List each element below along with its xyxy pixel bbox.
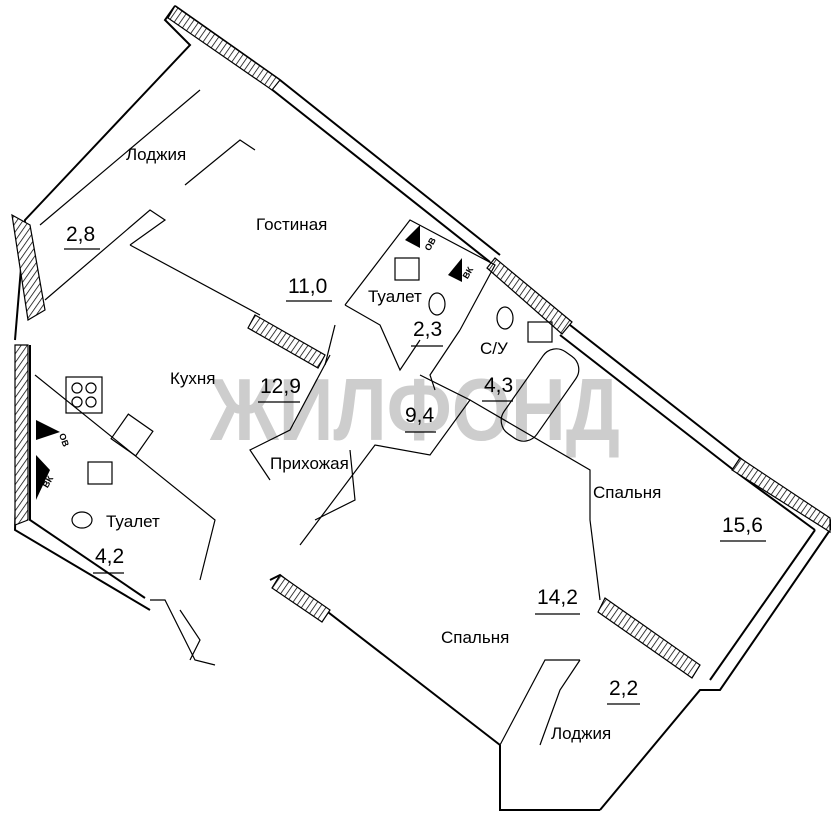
- room-area: 12,9: [260, 375, 301, 398]
- room-name: Спальня: [441, 628, 509, 647]
- sink-icon: [394, 257, 420, 281]
- room-area: 9,4: [405, 404, 435, 427]
- room-name: Гостиная: [256, 215, 327, 234]
- room-area: 14,2: [537, 586, 578, 609]
- stove-icon: [65, 376, 103, 414]
- watermark: ЖИЛФОНД: [209, 360, 620, 459]
- room-area: 2,3: [413, 318, 442, 341]
- room-name: Лоджия: [551, 724, 611, 743]
- sink-icon: [87, 461, 113, 485]
- ov-shaft-icon: [405, 225, 420, 248]
- vk-label: ВК: [461, 265, 476, 281]
- room-name: С/У: [480, 339, 508, 358]
- toilet-icon: [71, 511, 93, 529]
- toilet-icon: [428, 292, 446, 316]
- ov-label: ОВ: [423, 235, 439, 252]
- interior-walls: [34, 89, 601, 746]
- ov-label: ОВ: [57, 432, 71, 449]
- room-name: Прихожая: [270, 454, 349, 473]
- hatched-walls: [11, 5, 831, 679]
- room-name: Лоджия: [126, 145, 186, 164]
- toilet-icon: [496, 306, 514, 330]
- bathtub-icon: [500, 348, 580, 442]
- vk-shaft-icon: [448, 258, 462, 282]
- sink-icon: [527, 321, 553, 343]
- room-area: 4,3: [484, 374, 513, 397]
- room-name: Кухня: [170, 369, 216, 388]
- room-name: Туалет: [106, 512, 160, 531]
- ov-shaft-icon: [36, 420, 60, 440]
- room-area: 11,0: [288, 275, 327, 298]
- room-area: 15,6: [722, 514, 763, 537]
- kitchen-sink-icon: [110, 413, 154, 457]
- room-area: 4,2: [95, 545, 124, 568]
- room-area: 2,2: [609, 677, 638, 700]
- room-area: 2,8: [66, 223, 95, 246]
- room-labels: Лоджия 2,8 Гостиная 11,0 Туалет 2,3 С/У …: [64, 145, 766, 743]
- room-name: Туалет: [368, 287, 422, 306]
- room-name: Спальня: [593, 483, 661, 502]
- vk-shaft-icon: [36, 455, 50, 500]
